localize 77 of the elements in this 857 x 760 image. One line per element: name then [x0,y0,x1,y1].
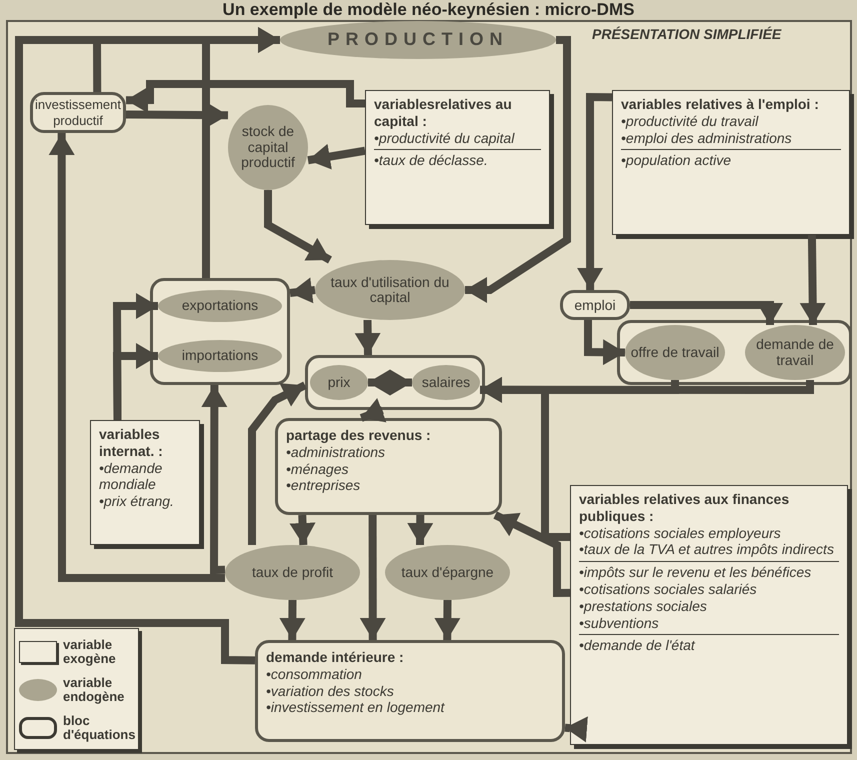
bullet-item: •cotisations sociales employeurs [579,524,782,542]
variable-ellipse [310,365,368,400]
arrow [493,511,570,598]
arrow [354,320,381,356]
bullet-item: •subventions [579,614,660,632]
bullet-item: •demande mondiale [99,460,164,494]
variable-name: taux d'épargne [401,564,494,580]
bullet-item: •demande de l'état [579,634,839,654]
arrow [126,102,228,128]
arrow [630,301,783,325]
variable-name: offre de travail [630,344,720,360]
variable-name: PRODUCTION [328,30,508,50]
arrow [360,398,386,422]
legend-label: variable exogène [63,638,117,666]
bullet-item: •impôts sur le revenu et les bénéfices [579,561,839,581]
arrow [368,370,412,396]
variable-name: demande de travail [755,337,835,368]
bullet-item: •emploi des administrations [621,130,793,146]
equation-block [275,418,502,515]
arrow [800,234,826,326]
variable-ellipse [745,325,845,380]
arrow [360,515,386,640]
equation-block [255,640,565,742]
equation-block [617,320,852,385]
bullet-item: •cotisations sociales salariés [579,580,758,598]
bullet-item: •taux de déclasse. [374,149,541,170]
title: Un exemple de modèle néo-keynésien : micro-DMS [222,0,636,20]
arrow [112,343,158,420]
block-heading: demande intérieure : [266,649,405,666]
arrow [577,92,612,290]
subtitle-label: PRÉSENTATION SIMPLIFIÉE [592,26,782,42]
bullet-item: •prestations sociales [579,598,708,615]
variable-name: taux d'utilisation du capital [330,274,450,306]
bullet-item: •productivité du travail [621,112,760,130]
bullet-item: •consommation [266,666,363,683]
arrow [290,277,316,304]
block-heading: variables internat. : [99,426,164,460]
variable-name: investissement productif [35,96,121,128]
legend-label: bloc d'équations [63,714,136,742]
arrow [290,514,316,546]
arrow [434,600,460,640]
block-heading: variables relatives à l'emploi : [621,96,820,113]
block-heading: partage des revenus : [286,427,432,444]
variable-name: emploi [574,296,616,314]
variable-name: taux de profit [252,564,333,580]
bullet-item: •ménages [286,460,350,478]
arrow [480,376,570,541]
arrow [279,600,306,640]
variable-name: importations [182,348,258,364]
arrow [465,36,571,303]
block-heading: variables relatives aux finances publiques : [579,491,790,525]
bullet-item: •prix étrang. [99,493,175,510]
bullet-item: •taux de la TVA et autres impôts indirects [579,541,835,558]
arrow [564,716,588,742]
legend-label: variable endogène [63,676,126,704]
bullet-item: •entreprises [286,477,362,494]
arrow [126,80,365,114]
equation-block [305,355,485,410]
arrow [407,514,434,546]
variable-name: salaires [422,374,470,390]
equation-block [150,278,290,385]
block-heading: variablesrelatives au capital : [374,96,513,130]
variable-name: prix [328,374,350,390]
bullet-item: •administrations [286,444,386,461]
variable-name: stock de capital productif [240,124,296,171]
bullet-item: •variation des stocks [266,682,395,700]
variable-ellipse [412,365,480,400]
arrow [201,385,228,574]
bullet-item: •investissement en logement [266,699,446,716]
arrow [307,144,366,170]
arrow [248,382,307,545]
arrow [264,190,332,264]
equation-block [560,290,630,320]
bullet-item: •productivité du capital [374,130,516,146]
variable-name: exportations [182,298,258,314]
arrow [48,133,225,582]
bullet-item: •population active [621,149,841,170]
